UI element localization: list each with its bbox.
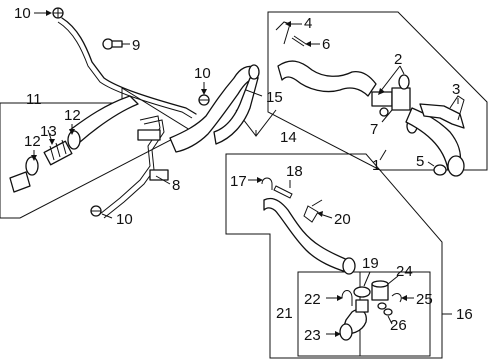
bracket-8	[137, 129, 161, 141]
hose-16-end	[342, 257, 356, 275]
callout-4: 4	[304, 15, 312, 32]
arrow-12-left	[31, 155, 37, 161]
callout-7: 7	[370, 121, 378, 138]
callout-22: 22	[304, 291, 321, 308]
callout-16: 16	[456, 306, 473, 323]
arrow-10-top	[46, 10, 52, 16]
hose-1-upper	[277, 60, 377, 97]
leader-7	[381, 109, 393, 123]
clamp-25	[391, 293, 402, 303]
callout-23: 23	[304, 327, 321, 344]
housing-24	[371, 280, 389, 301]
arrow-2a	[378, 88, 385, 95]
clip-10-mid	[198, 94, 210, 106]
hose-12-13	[69, 95, 139, 143]
leader-8	[155, 175, 171, 185]
leader-2	[379, 65, 405, 93]
callout-6: 6	[322, 36, 330, 53]
leader-10-bottom	[101, 213, 113, 219]
connector-13	[43, 139, 73, 166]
callout-19: 19	[362, 255, 379, 272]
callout-9: 9	[132, 37, 140, 54]
fitting-7	[371, 87, 411, 117]
callout-20: 20	[334, 211, 351, 228]
coolant-line-lower	[99, 115, 161, 215]
leader-1	[379, 149, 387, 161]
bolt-9	[102, 38, 123, 50]
clamp-22	[341, 290, 353, 306]
hose-15b	[213, 77, 259, 145]
clamp-3	[449, 95, 465, 121]
arrow-25	[401, 295, 407, 301]
hose-15-end	[248, 64, 260, 80]
clip-10-top	[52, 7, 64, 19]
callout-18: 18	[286, 163, 303, 180]
arrow-10-mid	[201, 89, 207, 95]
outlet-3	[419, 103, 465, 129]
callout-12-left: 12	[24, 133, 41, 150]
seal-19	[353, 286, 371, 298]
leader-19	[363, 271, 371, 287]
callout-17: 17	[230, 173, 247, 190]
clamp-12-left	[25, 156, 39, 176]
clamp-17	[261, 177, 273, 190]
hose-stub-11	[9, 171, 31, 193]
callout-1: 1	[372, 157, 380, 174]
group-box-1	[267, 11, 488, 171]
outlet-1-end	[447, 155, 465, 177]
callout-8: 8	[172, 177, 180, 194]
callout-15: 15	[266, 89, 283, 106]
callout-3: 3	[452, 81, 460, 98]
callout-13: 13	[40, 123, 57, 140]
arrow-13	[49, 139, 55, 145]
coolant-line-lower-outline	[103, 119, 165, 219]
arrow-17	[257, 177, 263, 183]
fitting-21	[355, 299, 369, 313]
seal-26	[377, 302, 393, 316]
arrow-6	[305, 41, 311, 47]
callout-24: 24	[396, 263, 413, 280]
seal-5	[433, 164, 447, 176]
arrow-22	[337, 295, 343, 301]
leader-24	[387, 275, 399, 285]
leader-5	[427, 161, 435, 167]
group-box-16	[225, 153, 443, 359]
group-box-21-ext	[360, 271, 431, 357]
leader-15	[245, 89, 263, 97]
callout-2: 2	[394, 51, 402, 68]
callout-5: 5	[416, 153, 424, 170]
ring-23	[339, 323, 353, 341]
callout-11: 11	[26, 91, 42, 108]
callout-10-mid: 10	[194, 65, 211, 82]
hose-16	[263, 197, 353, 273]
arrow-23	[335, 331, 341, 337]
bracket-18	[273, 185, 293, 199]
callout-21: 21	[276, 305, 293, 322]
clamp-12-right	[67, 130, 81, 150]
callout-25: 25	[416, 291, 433, 308]
arrow-4	[285, 21, 291, 27]
callout-26: 26	[390, 317, 407, 334]
arrow-20	[317, 211, 323, 217]
callout-10-bottom: 10	[116, 211, 133, 228]
arrow-12-right	[69, 129, 75, 135]
coolant-line-8-outline	[57, 21, 193, 119]
bolt-6	[291, 35, 307, 47]
callout-14: 14	[280, 129, 297, 146]
callout-10-top: 10	[14, 5, 31, 22]
leader-26	[387, 315, 393, 325]
coolant-line-8	[61, 17, 197, 115]
clip-20	[303, 199, 323, 223]
bracket-8b	[149, 169, 169, 181]
callout-12-right: 12	[64, 107, 81, 124]
clip-10-bottom	[90, 205, 102, 217]
